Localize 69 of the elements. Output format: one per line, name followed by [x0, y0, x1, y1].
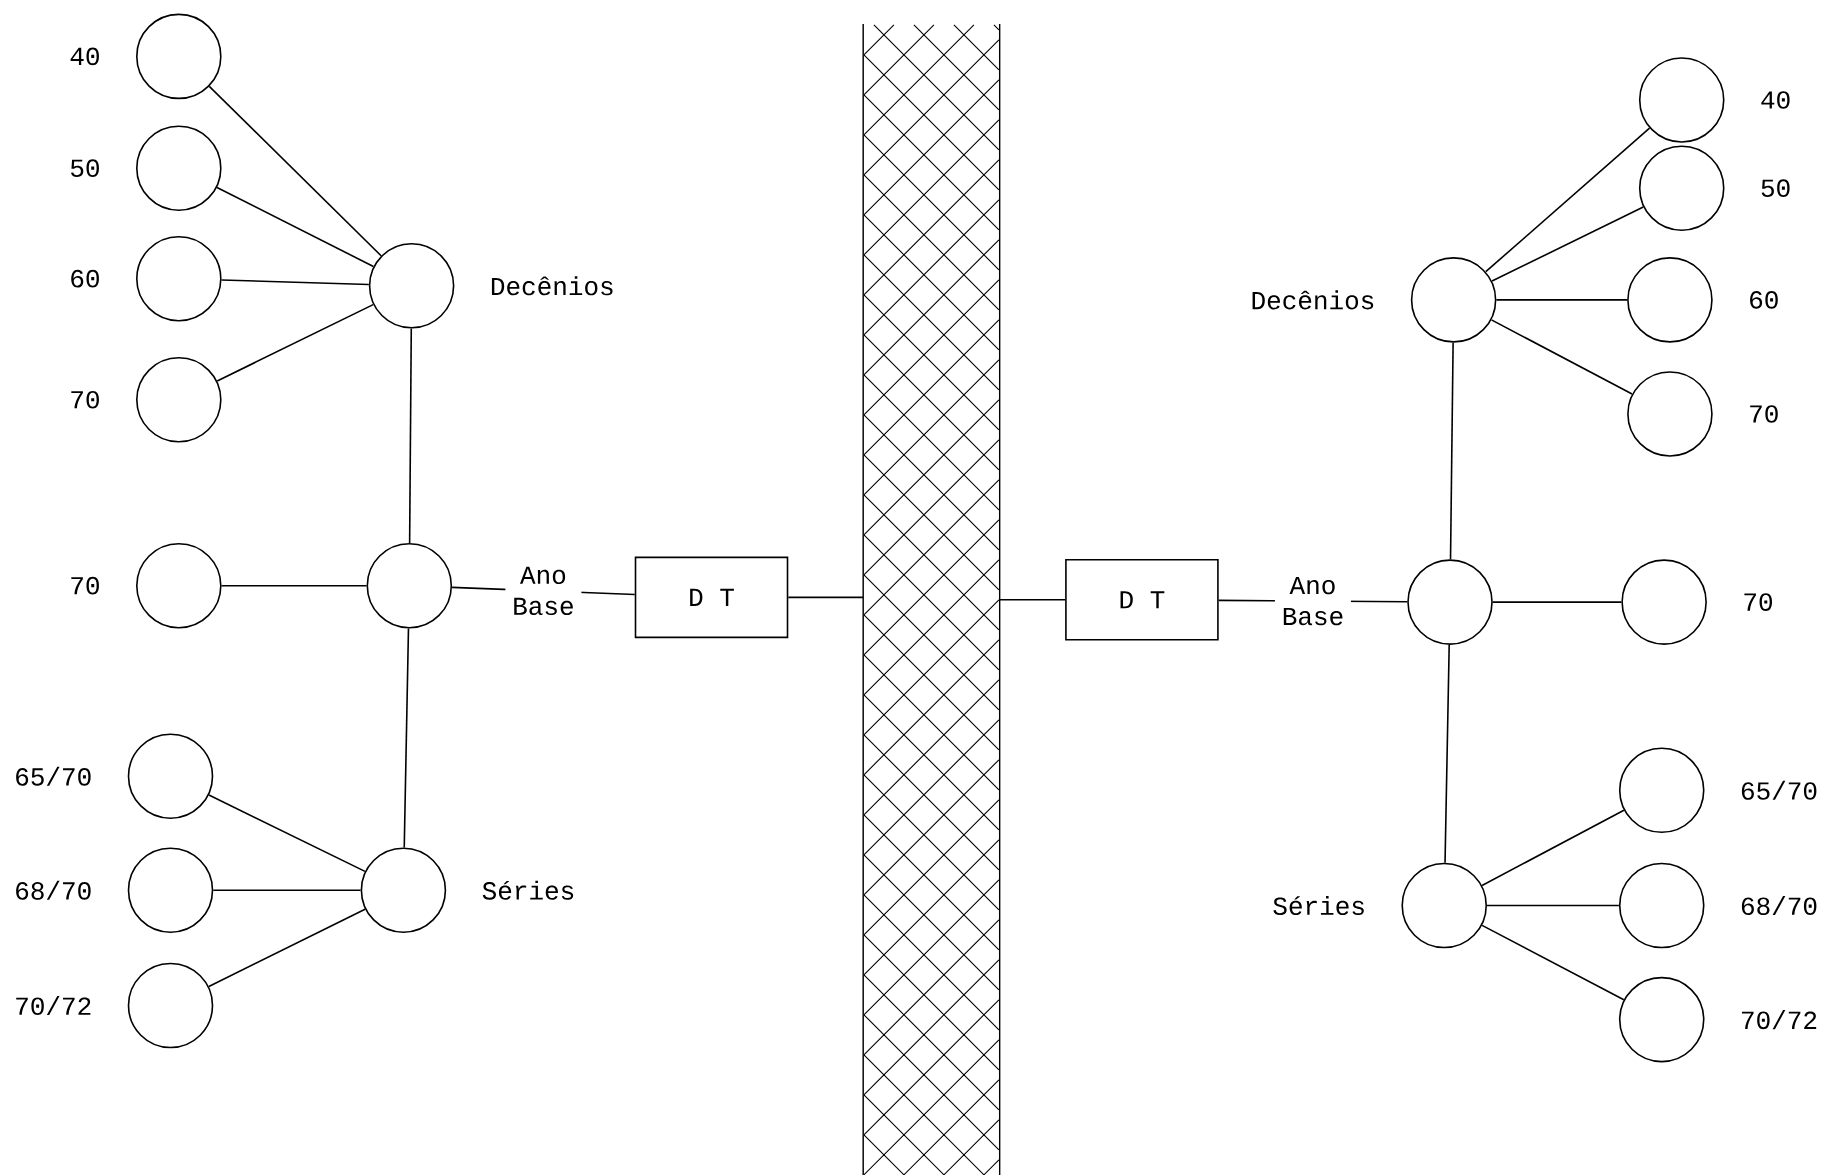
connector-line: [1481, 809, 1625, 887]
node-label: Decênios: [1252, 290, 1374, 310]
node-label: 68/70: [1741, 895, 1817, 916]
node-label: Decênios: [491, 276, 613, 296]
node-label: 60: [1750, 291, 1778, 309]
circle: [127, 733, 214, 819]
connector-line: [1486, 904, 1620, 907]
connector-line: [216, 303, 374, 382]
connector-line: [208, 908, 366, 988]
node-label: 70: [71, 390, 99, 409]
node-label: 68/70: [16, 880, 91, 900]
node-label: 70: [71, 576, 99, 595]
circle: [1627, 371, 1713, 457]
node-label: 70/72: [1742, 1010, 1817, 1030]
circle: [136, 357, 222, 443]
circle: [368, 243, 455, 329]
connector-line: [998, 599, 1066, 601]
circle: [136, 235, 222, 322]
circle: [366, 542, 453, 629]
node-label: 65/70: [1741, 780, 1817, 800]
circle: [1401, 862, 1487, 949]
node-label: Séries: [1273, 895, 1364, 916]
circle: [127, 847, 214, 933]
connector-line: [212, 889, 362, 891]
node-label: 50: [70, 159, 99, 177]
circle: [1407, 559, 1493, 645]
circle: [1410, 257, 1497, 343]
circle: [1621, 559, 1707, 645]
connector-line: [1491, 206, 1645, 282]
connector-line: [208, 794, 366, 873]
node-label: 70/72: [16, 995, 91, 1016]
circle: [136, 13, 222, 100]
circle: [136, 125, 222, 211]
circle: [1618, 747, 1705, 834]
node-label: 70: [1744, 593, 1772, 611]
connector-line: [787, 596, 864, 599]
node-label: 50: [1761, 179, 1790, 197]
connector-line: [403, 627, 410, 849]
circle: [127, 962, 214, 1049]
box: D T: [634, 556, 789, 639]
connector-line: [1492, 601, 1623, 603]
edge-label: Ano Base: [505, 564, 582, 618]
node-label: 40: [1761, 91, 1790, 109]
connector-line: [1444, 644, 1450, 864]
connector-line: [1481, 924, 1625, 1001]
connector-line: [220, 279, 370, 286]
circle: [1618, 862, 1705, 949]
hatched-band: [862, 23, 1001, 1175]
circle: [1638, 57, 1725, 143]
connector-line: [1495, 299, 1628, 301]
connector-line: [1490, 319, 1633, 395]
circle: [136, 542, 222, 629]
node-label: 60: [71, 269, 99, 288]
connector-line: [1485, 127, 1651, 273]
circle: [360, 847, 447, 933]
connector-line: [1449, 341, 1454, 561]
circle: [1627, 257, 1713, 343]
box: D T: [1065, 559, 1219, 641]
node-label: 40: [70, 47, 99, 66]
circle: [1638, 145, 1725, 231]
connector-line: [208, 85, 382, 257]
connector-line: [220, 584, 368, 587]
node-label: 65/70: [16, 766, 91, 786]
connector-line: [408, 327, 413, 544]
node-label: 70: [1750, 405, 1778, 423]
node-label: Séries: [482, 880, 574, 900]
connector-line: [216, 186, 375, 268]
edge-label: Ano Base: [1274, 574, 1351, 628]
circle: [1618, 976, 1705, 1063]
